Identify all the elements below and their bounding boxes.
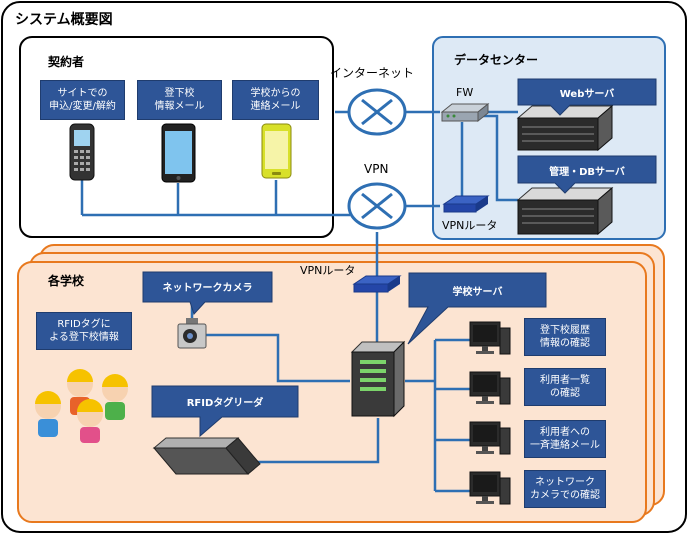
- rfid-reader-icon: [152, 437, 261, 475]
- rfid-reader-label: RFIDタグリーダ: [186, 398, 264, 409]
- datacenter-title: データセンター: [454, 53, 539, 67]
- school-server-label: 学校サーバ: [452, 287, 503, 298]
- diagram-title: システム概要図: [15, 12, 113, 28]
- feature-phone-icon: [69, 123, 95, 181]
- pc-function-broadcast-mail: 利用者への 一斉連絡メール: [524, 420, 606, 458]
- pc-monitor-icon: [469, 471, 511, 505]
- contractor-title: 契約者: [48, 55, 85, 69]
- datacenter-vpn-router-icon: [442, 195, 490, 213]
- fw-label: FW: [456, 86, 474, 99]
- vpn-router-icon: [347, 182, 407, 230]
- school-vpn-router-icon: [352, 275, 402, 293]
- students-illustration: [35, 369, 128, 443]
- db-server-icon: [516, 186, 614, 236]
- yellow-smartphone-icon: [261, 123, 292, 179]
- web-server-icon: [516, 104, 614, 152]
- internet-label: インターネット: [330, 66, 415, 80]
- network-camera-icon: [177, 318, 207, 349]
- contractor-box-site: サイトでの 申込/変更/解約: [40, 80, 125, 120]
- pc-monitor-icon: [469, 371, 511, 405]
- smartphone-icon: [161, 123, 196, 183]
- pc-function-user-list: 利用者一覧 の確認: [524, 368, 606, 406]
- pc-monitor-icon: [469, 421, 511, 455]
- rfid-tag-info-box: RFIDタグに よる登下校情報: [36, 312, 132, 350]
- internet-router-icon: [347, 88, 407, 136]
- pc-function-camera-check: ネットワーク カメラでの確認: [524, 470, 606, 508]
- web-server-label: Webサーバ: [559, 89, 615, 100]
- contractor-box-school-mail: 学校からの 連絡メール: [232, 80, 319, 120]
- callout-shapes: [142, 78, 657, 438]
- vpn-label: VPN: [364, 162, 389, 176]
- datacenter-vpn-router-label: VPNルータ: [442, 219, 498, 232]
- school-vpn-router-label: VPNルータ: [300, 264, 356, 277]
- school-server-icon: [350, 340, 406, 418]
- pc-monitor-icon: [469, 321, 511, 355]
- contractor-box-commute-mail: 登下校 情報メール: [137, 80, 222, 120]
- network-camera-label: ネットワークカメラ: [162, 283, 253, 294]
- db-server-label: 管理・DBサーバ: [549, 167, 625, 178]
- firewall-icon: [440, 102, 490, 123]
- school-title: 各学校: [48, 274, 85, 288]
- pc-terminals: [469, 321, 511, 505]
- pc-function-history: 登下校履歴 情報の確認: [524, 318, 606, 356]
